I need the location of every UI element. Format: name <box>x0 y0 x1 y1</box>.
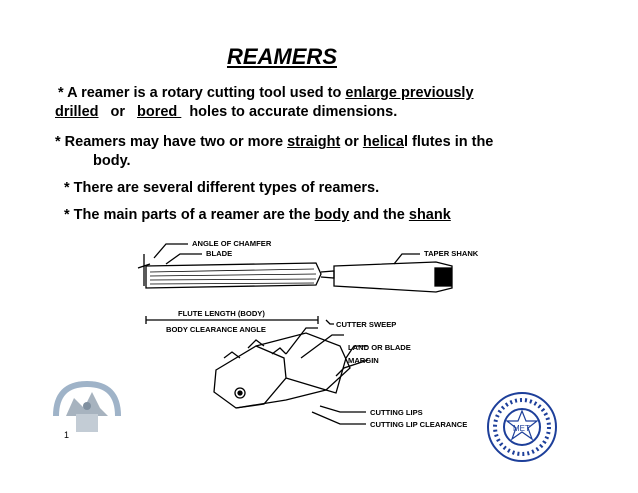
bullet-2-mid: or <box>340 134 363 150</box>
label-blade: BLADE <box>206 249 232 258</box>
keyword-shank: shank <box>408 207 451 223</box>
bullet-2-line-1: * Reamers may have two or more straight … <box>55 134 493 150</box>
bullet-1-lead: * A reamer is a rotary cutting tool used… <box>58 85 346 101</box>
word-or: or <box>110 104 126 120</box>
bullet-1-tail: holes to accurate dimensions. <box>189 104 398 120</box>
bullet-4-mid: and the <box>349 207 409 223</box>
reamer-cross-section <box>213 345 287 409</box>
institute-seal-icon: MET <box>487 392 557 462</box>
page-number: 1 <box>64 430 70 440</box>
label-flute-length: FLUTE LENGTH (BODY) <box>178 309 265 318</box>
slide-title: REAMERS <box>226 44 337 69</box>
svg-text:MET: MET <box>513 424 530 433</box>
keyword-body: body <box>314 207 350 223</box>
bullet-4: * The main parts of a reamer are the bod… <box>64 207 451 223</box>
label-taper-shank: TAPER SHANK <box>424 249 479 258</box>
label-land-or-blade: LAND OR BLADE <box>348 343 411 352</box>
reamer-body <box>145 262 322 289</box>
label-cutting-lips: CUTTING LIPS <box>370 408 423 417</box>
keyword-drilled: drilled <box>55 104 99 120</box>
bullet-3: * There are several different types of r… <box>64 180 380 196</box>
keyword-helical: helica <box>362 134 404 150</box>
reamer-shank <box>333 261 453 293</box>
label-margin: MARGIN <box>348 356 379 365</box>
keyword-enlarge-previously: enlarge previously <box>345 85 474 101</box>
bullet-2-tail: l flutes in the <box>403 134 494 150</box>
keyword-bored: bored <box>137 104 182 120</box>
label-cutting-lip-clearance: CUTTING LIP CLEARANCE <box>370 420 467 429</box>
reamer-diagram: ANGLE OF CHAMFER BLADE TAPER SHANK FLUTE… <box>137 239 479 429</box>
college-emblem-icon <box>53 380 121 432</box>
label-cutter-sweep: CUTTER SWEEP <box>336 320 396 329</box>
bullet-1-line-1: * A reamer is a rotary cutting tool used… <box>58 85 474 101</box>
bullet-2-line-2: body. <box>93 153 131 169</box>
label-angle-of-chamfer: ANGLE OF CHAMFER <box>192 239 272 248</box>
bullet-4-lead: * The main parts of a reamer are the <box>64 207 315 223</box>
bullet-2-lead: * Reamers may have two or more <box>55 134 288 150</box>
keyword-straight: straight <box>287 134 341 150</box>
label-body-clearance-angle: BODY CLEARANCE ANGLE <box>166 325 266 334</box>
